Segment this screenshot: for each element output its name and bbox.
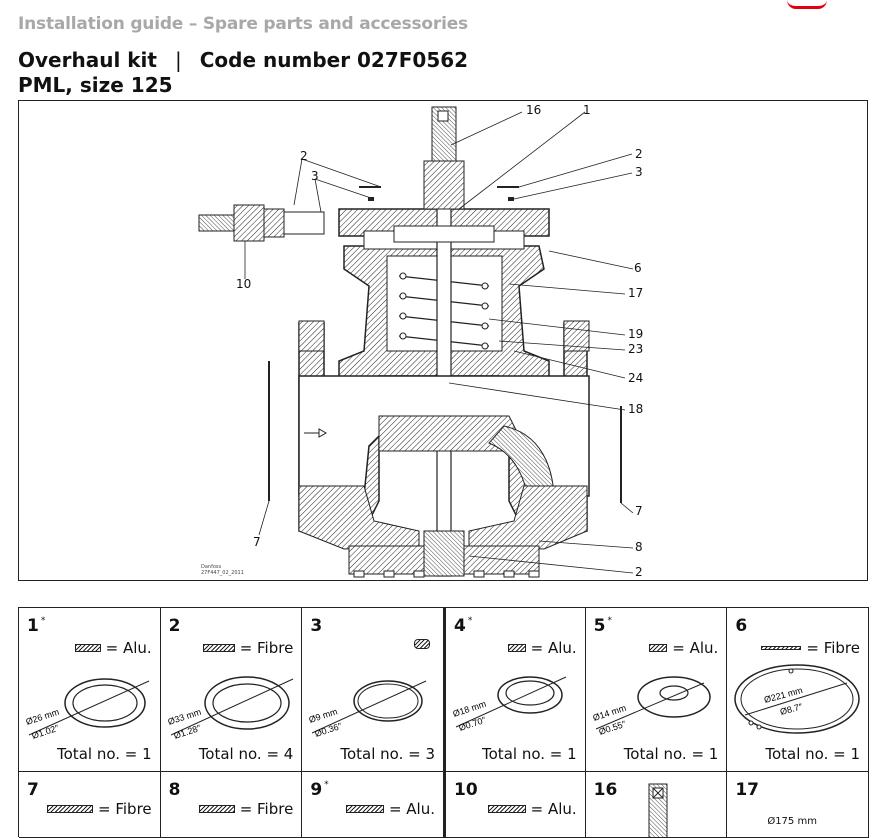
- callout-23: 23: [628, 342, 644, 356]
- dim-in: Ø1.28″: [172, 723, 202, 741]
- dim-mm: Ø175 mm: [767, 816, 817, 827]
- callout-18: 18: [628, 402, 644, 416]
- part-number: 9*: [310, 780, 329, 800]
- part-material: = Fibre: [761, 639, 860, 657]
- callout-3-right: 3: [635, 165, 643, 179]
- part-number: 2: [168, 616, 181, 636]
- ring-drawing: Ø221 mm Ø8.7″: [734, 664, 861, 734]
- fibre-swatch-icon: [202, 644, 235, 652]
- part-total: Total no. = 1: [482, 745, 577, 763]
- part-total: Total no. = 1: [57, 745, 152, 763]
- part-number: 17: [735, 780, 759, 800]
- alu-swatch-icon: [487, 805, 526, 813]
- part-cell-2: 2 = Fibre Ø33 mm Ø1.28″ Total no. = 4: [160, 608, 303, 772]
- part-cell-9: 9* = Alu.: [302, 772, 444, 838]
- part-number: 4*: [454, 616, 473, 636]
- part-material: = Alu.: [74, 639, 152, 657]
- doc-category: Installation guide – Spare parts and acc…: [18, 14, 468, 34]
- dim-in: Ø0.55″: [597, 719, 627, 737]
- model-label: PML, size 125: [18, 73, 173, 97]
- callout-17: 17: [628, 286, 644, 300]
- dim-in: Ø1.02″: [31, 723, 61, 741]
- part-number: 10: [454, 780, 478, 800]
- part-cell-7: 7 = Fibre: [19, 772, 161, 838]
- part-cell-6: 6 = Fibre Ø221 mm Ø8.7″ Total no. = 1: [727, 608, 869, 772]
- part-material: = Alu.: [649, 639, 718, 657]
- callout-3-left: 3: [311, 169, 319, 183]
- fibre-swatch-icon: [47, 805, 94, 813]
- part-material: = Alu.: [345, 800, 435, 818]
- part-material: = Fibre: [47, 800, 152, 818]
- dim-in: Ø0.70″: [458, 715, 488, 733]
- callout-2-right: 2: [635, 147, 643, 161]
- fibre-swatch-icon: [198, 805, 235, 813]
- callout-2-left: 2: [300, 149, 308, 163]
- callout-6: 6: [634, 261, 642, 275]
- part-cell-3: 3 Ø9 mm Ø0.36″ Total no. = 3: [302, 608, 444, 772]
- part-total: Total no. = 1: [765, 745, 860, 763]
- valve-cross-section: [198, 106, 634, 578]
- doc-title: Overhaul kit | Code number 027F0562: [18, 48, 468, 73]
- part-material: = Fibre: [198, 800, 293, 818]
- callout-24: 24: [628, 371, 644, 385]
- part-cell-1: 1* = Alu. Ø26 mm Ø1.02″ Total no. = 1: [19, 608, 161, 772]
- drawing-code-line2: 27F447_02_2011: [201, 570, 244, 576]
- part-material: = Fibre: [202, 639, 293, 657]
- part-number: 8: [168, 780, 181, 800]
- part-cell-4: 4* = Alu. Ø18 mm Ø0.70″ Total no. = 1: [444, 608, 586, 772]
- dim-in: Ø0.36″: [314, 721, 344, 739]
- part-cell-10: 10 = Alu.: [444, 772, 586, 838]
- part-cell-16: 16: [585, 772, 728, 838]
- exploded-drawing: 16 1 2 3 2 3 10 6 17 19 23 24 18 7 7 8 2…: [18, 100, 868, 581]
- part-number: 3: [310, 616, 323, 636]
- part-cell-5: 5* = Alu. Ø14 mm Ø0.55″ Total no. = 1: [585, 608, 728, 772]
- code-label: Code number 027F0562: [199, 48, 469, 72]
- part-number: 5*: [593, 616, 612, 636]
- kit-label: Overhaul kit: [18, 48, 157, 72]
- ring-drawing: Ø26 mm Ø1.02″: [25, 678, 150, 741]
- part-material: = Alu.: [487, 800, 577, 818]
- doc-header: Installation guide – Spare parts and acc…: [18, 14, 468, 98]
- callout-2-bottom: 2: [635, 565, 643, 579]
- part-material: = Alu.: [507, 639, 577, 657]
- callout-7-left: 7: [253, 535, 261, 549]
- pilot-part-icon: [648, 783, 668, 837]
- title-separator: |: [174, 48, 182, 72]
- part-number: 7: [27, 780, 39, 800]
- part-total: Total no. = 4: [198, 745, 294, 763]
- alu-swatch-icon: [649, 644, 668, 652]
- part-total: Total no. = 1: [623, 745, 719, 763]
- part-material: [414, 639, 435, 649]
- drawing-code: Danfoss 27F447_02_2011: [201, 564, 244, 576]
- part-cell-17: 17 Ø175 mm: [727, 772, 869, 838]
- callout-1: 1: [583, 103, 591, 117]
- ring-drawing: Ø18 mm Ø0.70″: [452, 676, 567, 733]
- alu-swatch-icon: [345, 805, 384, 813]
- ring-drawing: Ø14 mm Ø0.55″: [591, 676, 711, 737]
- callout-19: 19: [628, 327, 644, 341]
- alu-swatch-icon: [507, 644, 526, 652]
- part-total: Total no. = 3: [340, 745, 435, 763]
- callout-8: 8: [635, 540, 643, 554]
- part-number: 16: [593, 780, 618, 800]
- part-number: 6: [735, 616, 748, 636]
- callout-7-right: 7: [635, 504, 643, 518]
- ring-drawing: Ø9 mm Ø0.36″: [308, 680, 427, 739]
- part-number: 1*: [27, 616, 46, 636]
- fibre-swatch-icon: [761, 646, 802, 650]
- parts-grid: 1* = Alu. Ø26 mm Ø1.02″ Total no. = 1 2 …: [18, 607, 869, 838]
- ring-drawing: Ø33 mm Ø1.28″: [166, 676, 293, 741]
- callout-10: 10: [236, 277, 252, 291]
- drawing-code-line1: Danfoss: [201, 564, 222, 570]
- callout-16: 16: [526, 103, 542, 117]
- danfoss-logo: [787, 0, 827, 9]
- oring-swatch-icon: [414, 639, 430, 649]
- part-cell-8: 8 = Fibre: [160, 772, 303, 838]
- alu-swatch-icon: [74, 644, 101, 652]
